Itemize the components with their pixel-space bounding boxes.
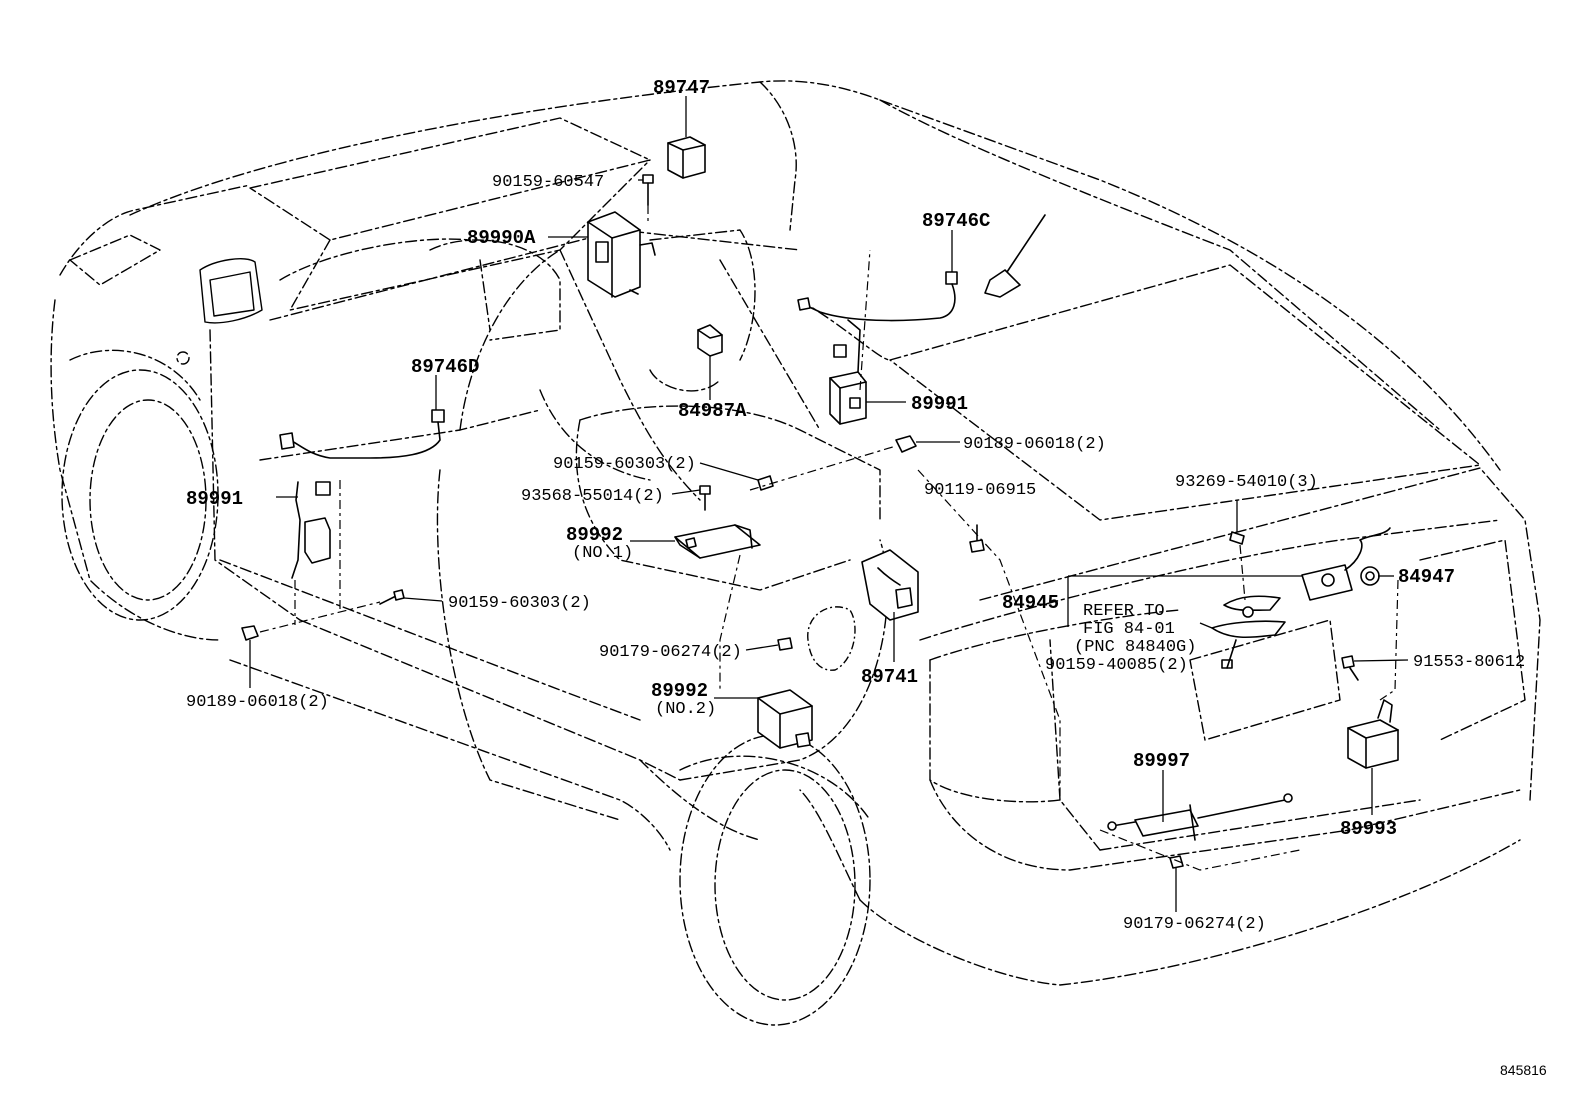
clip-90189-06018-top [895,435,917,453]
leader-lines [249,96,1409,912]
label-refer-line3: (PNC 84840G) [1074,638,1196,657]
label-90159-60547: 90159-60547 [492,173,604,192]
clip-90179-06274-bottom [1169,855,1184,869]
label-90179-06274-bottom: 90179-06274(2) [1123,915,1266,934]
part-89992-no2 [757,689,813,749]
label-89993: 89993 [1340,818,1397,840]
part-89992-no1 [674,524,761,559]
part-89747-module [667,136,706,179]
label-89991-left: 89991 [186,488,243,510]
bolt-90159-60303-mid [757,475,774,491]
part-89991-left-sensor [291,481,331,579]
label-84945: 84945 [1002,592,1059,614]
label-91553-80612: 91553-80612 [1413,653,1525,672]
bolt-91553-80612 [1341,655,1359,681]
label-89747: 89747 [653,77,710,99]
clip-90119-06915 [969,524,985,553]
label-89992-no1: 89992 [566,524,623,546]
figure-code: 845816 [1500,1062,1547,1078]
part-89997-sensor-rod [1107,793,1293,841]
label-90159-40085: 90159-40085(2) [1045,656,1188,675]
label-89997: 89997 [1133,750,1190,772]
label-89992-no2: 89992 [651,680,708,702]
label-90159-60303-mid: 90159-60303(2) [553,455,696,474]
part-89991-right-sensor [829,319,867,425]
part-labels: 89747 90159-60547 89990A 89746C 89746D 8… [186,77,1547,1078]
label-90189-06018-top: 90189-06018(2) [963,435,1106,454]
label-93269-54010: 93269-54010(3) [1175,473,1318,492]
parts [241,136,1399,869]
part-84945-handle [1211,527,1391,639]
part-89741-bracket [861,549,919,621]
part-89990a-ecu [587,211,656,298]
label-93568-55014: 93568-55014(2) [521,487,664,506]
label-90159-60303-left: 90159-60303(2) [448,594,591,613]
label-89992-no2-sub: (NO.2) [655,700,716,719]
vehicle-outline [50,80,1541,1026]
label-89746c: 89746C [922,210,990,232]
label-90189-06018-left: 90189-06018(2) [186,693,329,712]
label-89741: 89741 [861,666,918,688]
label-89991-right: 89991 [911,393,968,415]
bolt-93568-55014 [699,485,711,511]
part-89746c-cable [797,214,1046,322]
bolt-90159-60547 [642,174,654,206]
label-89746d: 89746D [411,356,479,378]
label-90119-06915: 90119-06915 [924,481,1036,500]
label-84987a: 84987A [678,400,747,422]
part-84947-switch [1360,566,1380,586]
label-refer-line1: REFER TO [1083,602,1165,621]
screw-93269-54010 [1229,531,1245,545]
label-refer-line2: FIG 84-01 [1083,620,1175,639]
screw-90159-40085 [1221,639,1237,669]
part-89993-module [1347,699,1399,769]
label-84947: 84947 [1398,566,1455,588]
label-89990a: 89990A [467,227,536,249]
label-90179-06274-mid: 90179-06274(2) [599,643,742,662]
part-84987a-switch [697,324,723,357]
clip-90179-06274-mid [777,637,793,651]
part-89746d-cable [279,409,445,459]
label-89992-no1-sub: (NO.1) [572,544,633,563]
bolt-90159-60303-left [379,589,405,605]
clip-90189-06018-left [241,625,259,641]
